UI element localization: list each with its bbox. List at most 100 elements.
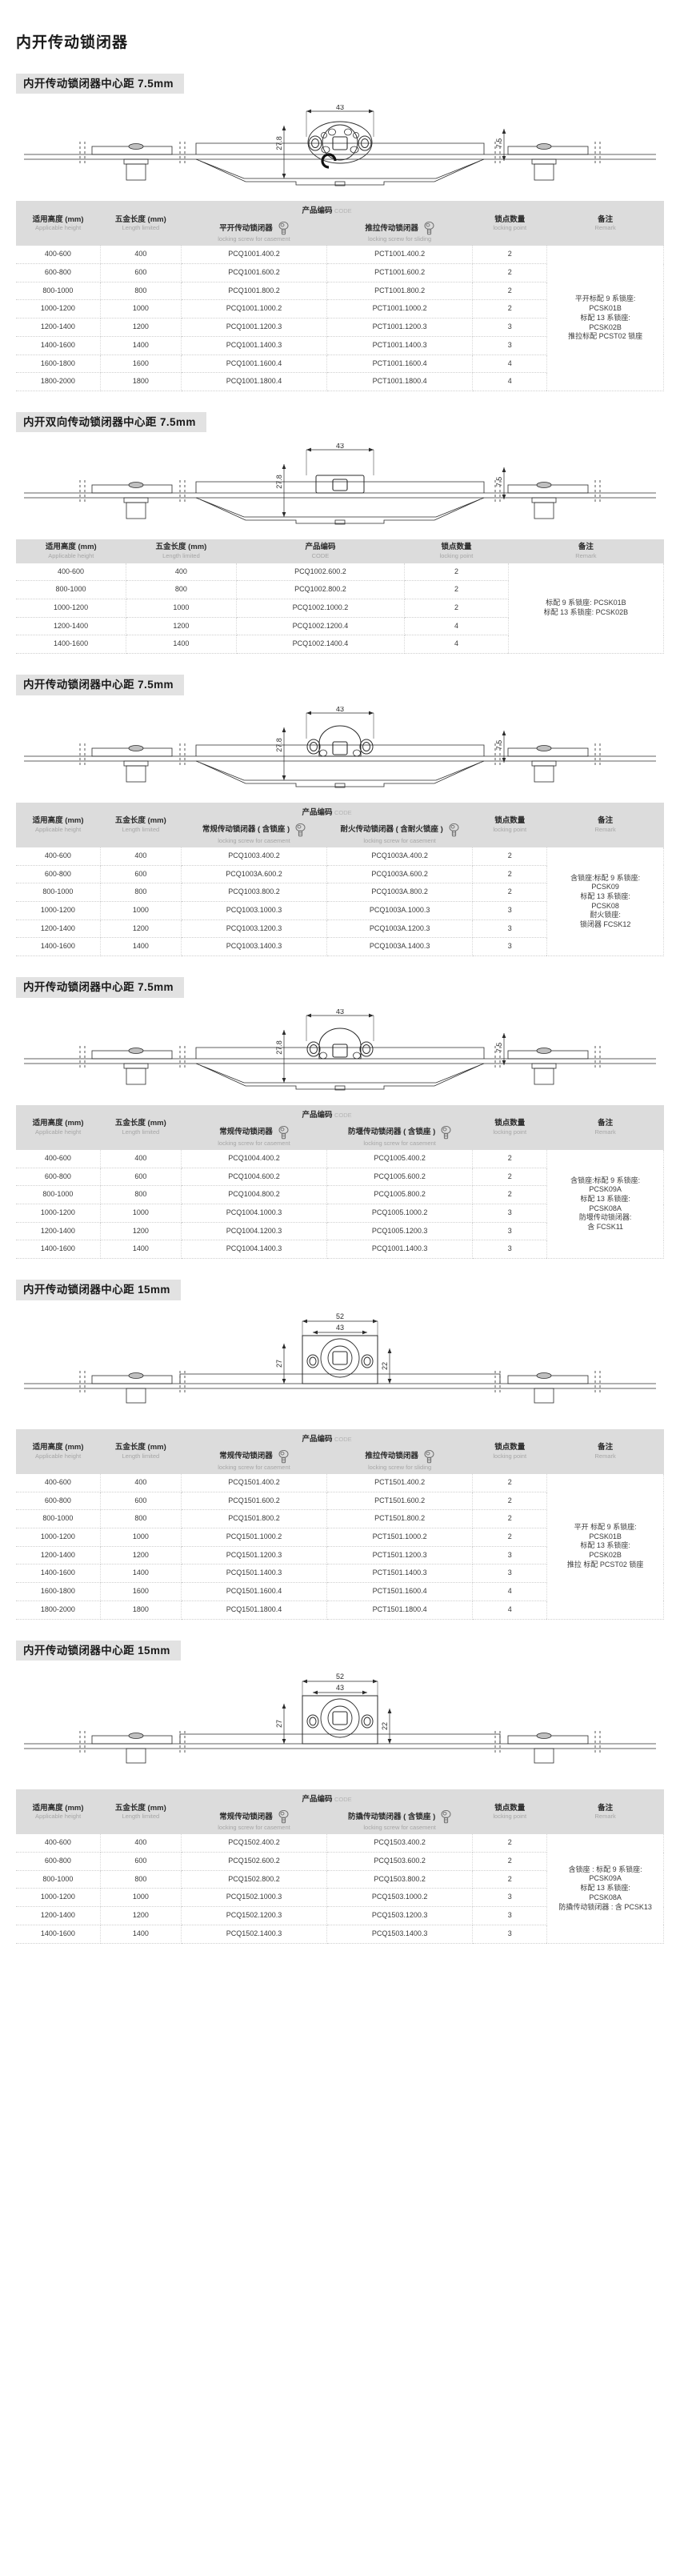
cell-locking-point: 2 — [472, 1852, 548, 1871]
cell-code-2: PCQ1001.1400.3 — [326, 1240, 474, 1260]
spec-table-wrap: 适用高度 (mm)Applicable height 五金长度 (mm)Leng… — [0, 1424, 680, 1620]
th-code-group: 产品编码 CODE — [181, 201, 473, 219]
cell-code-2: PCT1501.400.2 — [326, 1474, 474, 1492]
cell-code-1: PCQ1502.600.2 — [181, 1852, 328, 1871]
product-section: 内开传动锁闭器中心距 7.5mm — [0, 675, 680, 957]
technical-drawing: 52 43 27 22 — [0, 1300, 680, 1424]
cell-locking-point: 2 — [472, 263, 548, 282]
cell-applicable-height: 600-800 — [16, 1852, 101, 1871]
cell-code-2: PCT1001.1200.3 — [326, 318, 474, 337]
cell-code-1: PCQ1502.1400.3 — [181, 1925, 328, 1944]
th-code-col-1: 常规传动锁闭器 locking screw for casement — [181, 1122, 327, 1151]
table-row: 600-800 600 PCQ1003A.600.2 PCQ1003A.600.… — [16, 865, 664, 884]
cell-locking-point: 2 — [472, 1528, 548, 1547]
dim-27: 27 — [275, 1360, 283, 1368]
product-section: 内开传动锁闭器中心距 15mm — [0, 1280, 680, 1620]
cell-length-limited: 1400 — [100, 1925, 182, 1944]
cell-code-2: PCQ1005.1200.3 — [326, 1222, 474, 1241]
table-header-row: 适用高度 (mm)Applicable height 五金长度 (mm)Leng… — [16, 1428, 664, 1475]
cell-code-1: PCQ1002.1400.4 — [236, 635, 406, 655]
cell-applicable-height: 400-600 — [16, 246, 101, 265]
spec-table: 适用高度 (mm)Applicable height 五金长度 (mm)Leng… — [16, 1104, 664, 1260]
page-title: 内开传动锁闭器 — [16, 34, 129, 51]
cell-code-1: PCQ1001.1200.3 — [181, 318, 328, 337]
section-title-wrap: 内开传动锁闭器中心距 15mm — [0, 1640, 680, 1661]
th-code-col-1: 平开传动锁闭器 locking screw for casement — [181, 218, 327, 246]
section-title: 内开双向传动锁闭器中心距 7.5mm — [16, 411, 206, 433]
cell-length-limited: 1400 — [100, 937, 182, 957]
cell-code-2: PCT1001.1000.2 — [326, 299, 474, 319]
cell-applicable-height: 1600-1800 — [16, 1582, 101, 1601]
table-row: 600-800 600 PCQ1004.600.2 PCQ1005.600.2 … — [16, 1168, 664, 1187]
th-code-group: 产品编码 CODE — [181, 1104, 473, 1123]
cell-length-limited: 1000 — [100, 299, 182, 319]
cell-applicable-height: 1400-1600 — [16, 1240, 101, 1260]
cell-length-limited: 400 — [126, 563, 237, 582]
cell-code-2: PCQ1503.400.2 — [326, 1834, 474, 1853]
table-row: 800-1000 800 PCQ1004.800.2 PCQ1005.800.2… — [16, 1185, 664, 1205]
cell-locking-point: 4 — [472, 372, 548, 391]
spec-table: 适用高度 (mm)Applicable height 五金长度 (mm)Leng… — [16, 1789, 664, 1944]
section-title: 内开传动锁闭器中心距 7.5mm — [16, 73, 184, 94]
cell-locking-point: 4 — [404, 635, 509, 655]
cell-locking-point: 4 — [472, 1582, 548, 1601]
cell-applicable-height: 400-600 — [16, 847, 101, 866]
spec-table: 适用高度 (mm)Applicable height 五金长度 (mm)Leng… — [16, 1428, 664, 1620]
cell-locking-point: 2 — [472, 1870, 548, 1889]
th-length-limited: 五金长度 (mm)Length limited — [100, 1428, 182, 1475]
th-code-col-2: 推拉传动锁闭器 locking screw for sliding — [326, 218, 473, 246]
dim-7-5: 7.5 — [495, 1042, 503, 1052]
th-applicable-height: 适用高度 (mm)Applicable height — [16, 802, 101, 847]
dim-43: 43 — [336, 443, 344, 450]
cell-length-limited: 800 — [100, 1185, 182, 1205]
cell-code-1: PCQ1001.1800.4 — [181, 372, 328, 391]
dim-27-8: 27.8 — [275, 136, 283, 150]
cell-locking-point: 2 — [472, 847, 548, 866]
dim-7-5: 7.5 — [495, 739, 503, 750]
table-row: 1000-1200 1000 PCQ1004.1000.3 PCQ1005.10… — [16, 1204, 664, 1223]
cell-code-2: PCT1501.800.2 — [326, 1509, 474, 1529]
screw-icon — [278, 1449, 289, 1463]
technical-drawing: 52 43 27 22 — [0, 1661, 680, 1785]
cell-applicable-height: 800-1000 — [16, 580, 127, 600]
cell-length-limited: 1400 — [126, 635, 237, 655]
screw-icon — [441, 1810, 451, 1824]
table-row: 1600-1800 1600 PCQ1001.1600.4 PCT1001.16… — [16, 355, 664, 374]
cell-length-limited: 1200 — [100, 1906, 182, 1925]
cell-code-1: PCQ1502.400.2 — [181, 1834, 328, 1853]
dim-52: 52 — [336, 1312, 344, 1320]
table-row: 400-600 400 PCQ1004.400.2 PCQ1005.400.2 … — [16, 1150, 664, 1260]
cell-locking-point: 3 — [472, 1240, 548, 1260]
spec-table: 适用高度 (mm)Applicable height 五金长度 (mm)Leng… — [16, 539, 665, 655]
section-title: 内开传动锁闭器中心距 15mm — [16, 1280, 181, 1300]
cell-code-1: PCQ1004.1200.3 — [181, 1222, 328, 1241]
cell-code-2: PCQ1005.800.2 — [326, 1185, 474, 1205]
cell-code-2: PCT1001.1600.4 — [326, 355, 474, 374]
cell-applicable-height: 1200-1400 — [16, 617, 127, 636]
cell-length-limited: 1400 — [100, 1564, 182, 1584]
cell-length-limited: 400 — [100, 847, 182, 866]
table-header-row: 适用高度 (mm)Applicable height 五金长度 (mm)Leng… — [16, 1104, 664, 1151]
cell-remark: 含锁座:标配 9 系锁座: PCSK09A 标配 13 系锁座: PCSK08A… — [546, 1150, 664, 1260]
th-applicable-height: 适用高度 (mm)Applicable height — [16, 1789, 101, 1835]
cell-code-2: PCT1001.800.2 — [326, 282, 474, 301]
table-row: 1400-1600 1400 PCQ1501.1400.3 PCT1501.14… — [16, 1564, 664, 1584]
table-row: 1400-1600 1400 PCQ1002.1400.4 4 — [16, 635, 664, 655]
table-row: 800-1000 800 PCQ1001.800.2 PCT1001.800.2… — [16, 282, 664, 301]
cell-locking-point: 2 — [472, 1150, 548, 1168]
cell-length-limited: 600 — [100, 1852, 182, 1871]
cell-applicable-height: 1800-2000 — [16, 372, 101, 391]
table-subheader-row: 常规传动锁闭器 locking screw for casement 推拉传动锁… — [16, 1446, 664, 1475]
cell-length-limited: 600 — [100, 1492, 182, 1511]
dim-22: 22 — [381, 1722, 389, 1730]
th-code-group: 产品编码 CODE — [181, 1789, 473, 1808]
cell-length-limited: 1200 — [100, 1222, 182, 1241]
cell-code-2: PCQ1503.800.2 — [326, 1870, 474, 1889]
table-row: 1200-1400 1200 PCQ1004.1200.3 PCQ1005.12… — [16, 1222, 664, 1241]
cell-applicable-height: 1400-1600 — [16, 1925, 101, 1944]
cell-code-1: PCQ1001.400.2 — [181, 246, 328, 265]
cell-applicable-height: 400-600 — [16, 1474, 101, 1492]
table-row: 1800-2000 1800 PCQ1001.1800.4 PCT1001.18… — [16, 372, 664, 391]
